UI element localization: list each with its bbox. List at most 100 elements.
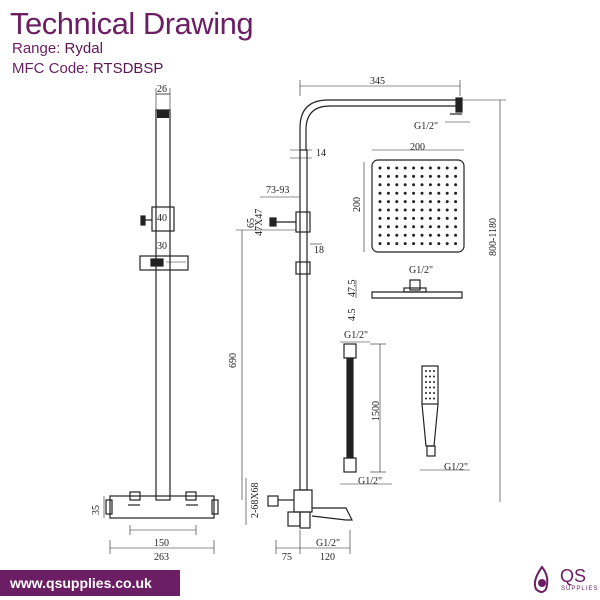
nozzle-dot — [454, 233, 458, 237]
nozzle-dot — [378, 216, 382, 220]
nozzle-dot — [445, 166, 449, 170]
dim-head-thread: G1/2" — [409, 265, 433, 276]
dim-total-height: 800-1180 — [488, 218, 499, 256]
dim-slider-range: 73-93 — [266, 185, 289, 196]
shower-arm — [299, 99, 458, 150]
nozzle-dot — [445, 242, 449, 246]
riser-pipe — [299, 149, 308, 491]
nozzle-dot — [428, 216, 432, 220]
range-line: Range: Rydal — [12, 40, 103, 57]
qs-logo-icon — [533, 565, 549, 593]
dim-head-height: 200 — [352, 197, 363, 212]
nozzle-dot — [445, 174, 449, 178]
nozzle-dot — [428, 208, 432, 212]
nozzle-dot — [437, 191, 441, 195]
side-shelf — [295, 261, 311, 275]
technical-drawing: 26 40 30 35 150 263 — [91, 76, 506, 560]
nozzle-dot — [403, 233, 407, 237]
riser-rail — [155, 109, 171, 501]
nozzle-dot — [395, 166, 399, 170]
nozzle-dot — [420, 242, 424, 246]
dim-arm-length: 345 — [370, 76, 385, 87]
mfc-line: MFC Code: RTSDBSP — [12, 60, 163, 77]
nozzle-dot — [386, 242, 390, 246]
nozzle-dot — [386, 191, 390, 195]
dim-riser-height: 690 — [228, 353, 239, 368]
nozzle-dot — [420, 166, 424, 170]
dim-holder-gap: 30 — [157, 241, 167, 252]
nozzle-dot — [428, 200, 432, 204]
handset-nozzle-dot — [433, 397, 435, 400]
handset-nozzle-dot — [425, 370, 427, 372]
nozzle-dot — [445, 216, 449, 220]
mfc-value: RTSDBSP — [92, 60, 164, 77]
nozzle-grid — [378, 166, 458, 246]
handset-nozzle-dot — [429, 375, 431, 378]
nozzle-dot — [454, 208, 458, 212]
nozzle-dot — [412, 166, 416, 170]
nozzle-dot — [428, 183, 432, 187]
dim-spout-length: 120 — [320, 552, 335, 560]
nozzle-dot — [437, 216, 441, 220]
nozzle-dot — [395, 233, 399, 237]
bath-spout — [311, 507, 353, 521]
nozzle-dot — [445, 225, 449, 229]
dim-rail-width: 26 — [157, 84, 167, 95]
nozzle-dot — [454, 191, 458, 195]
nozzle-dot — [395, 200, 399, 204]
dim-slider-gap: 18 — [314, 245, 324, 256]
logo-text: QS — [560, 566, 587, 586]
nozzle-dot — [428, 233, 432, 237]
nozzle-dot — [386, 233, 390, 237]
nozzle-dot — [412, 242, 416, 246]
dim-inlet-thread: G1/2" — [316, 538, 340, 549]
handset-nozzle-dot — [425, 381, 427, 383]
nozzle-dot — [403, 225, 407, 229]
shower-head-plan: 200 200 — [352, 142, 465, 253]
nozzle-dot — [386, 216, 390, 220]
nozzle-dot — [437, 183, 441, 187]
nozzle-dot — [420, 216, 424, 220]
nozzle-dot — [420, 225, 424, 229]
nozzle-dot — [454, 183, 458, 187]
nozzle-dot — [395, 183, 399, 187]
handset-nozzle-dot — [433, 375, 435, 378]
nozzle-dot — [403, 191, 407, 195]
nozzle-dot — [403, 216, 407, 220]
nozzle-dot — [403, 208, 407, 212]
dim-valve-height: 35 — [91, 505, 102, 515]
dim-holder-size: 47X47 — [254, 209, 265, 236]
range-value: Rydal — [64, 40, 103, 57]
nozzle-dot — [386, 174, 390, 178]
nozzle-dot — [403, 183, 407, 187]
dim-hose-top: G1/2" — [344, 330, 368, 341]
nozzle-dot — [454, 166, 458, 170]
nozzle-dot — [386, 166, 390, 170]
dim-head-thickness: 4.5 — [347, 309, 358, 322]
dim-arm-outlet: G1/2" — [414, 121, 438, 132]
footer-bar: www.qsupplies.co.uk — [0, 570, 180, 596]
nozzle-dot — [378, 200, 382, 204]
website-link[interactable]: www.qsupplies.co.uk — [10, 575, 152, 591]
nozzle-dot — [428, 191, 432, 195]
handset-nozzle-dot — [433, 392, 435, 394]
nozzle-dot — [412, 208, 416, 212]
nozzle-dot — [420, 233, 424, 237]
nozzle-dot — [445, 208, 449, 212]
nozzle-dot — [412, 191, 416, 195]
handset-nozzle-dot — [425, 397, 427, 400]
mfc-label: MFC Code: — [12, 60, 89, 77]
nozzle-dot — [420, 174, 424, 178]
nozzle-dot — [378, 191, 382, 195]
dim-head-width: 200 — [410, 142, 425, 153]
nozzle-dot — [445, 233, 449, 237]
nozzle-dot — [412, 233, 416, 237]
dim-holder-height: 40 — [157, 213, 167, 224]
side-view: 345 G1/2" 14 73-93 65 47X47 18 690 800-1… — [228, 76, 506, 560]
nozzle-dot — [378, 174, 382, 178]
nozzle-dot — [454, 216, 458, 220]
thermostatic-valve — [109, 495, 215, 519]
dim-head-depth: 47.5 — [347, 280, 358, 298]
rail-shelf — [139, 255, 189, 271]
nozzle-dot — [395, 191, 399, 195]
